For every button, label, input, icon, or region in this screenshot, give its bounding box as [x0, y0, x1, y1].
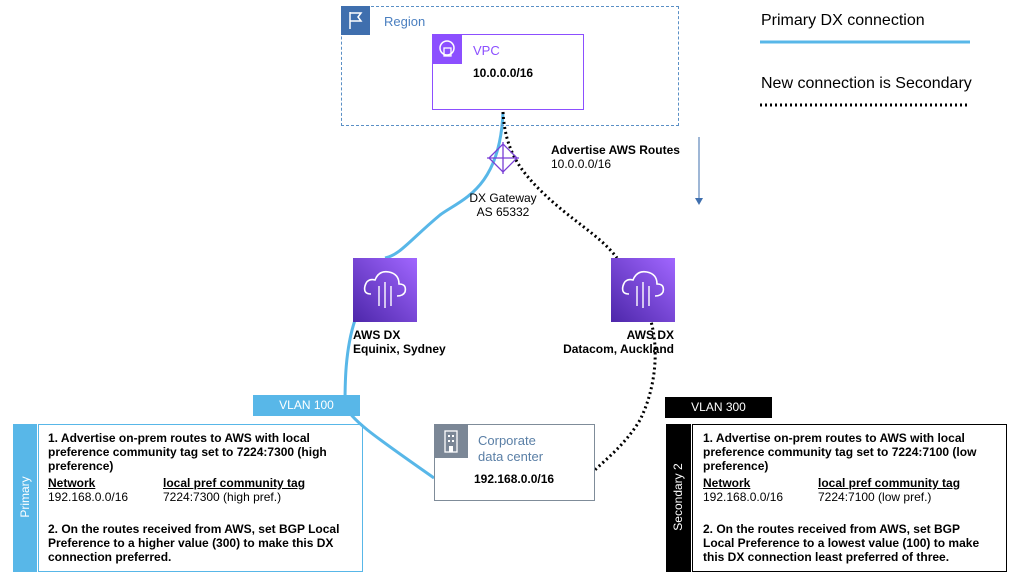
primary-network-value: 192.168.0.0/16	[48, 490, 129, 504]
secondary-side-tab: Secondary 2	[666, 424, 691, 572]
primary-col-tag: local pref community tag	[163, 476, 306, 490]
primary-col-network: Network	[48, 476, 96, 490]
dx-gateway-name: DX Gateway	[469, 191, 537, 205]
advertise-title: Advertise AWS Routes	[551, 143, 680, 157]
vpc-group	[432, 34, 584, 110]
secondary-tab-label: Secondary 2	[671, 463, 685, 531]
legend-secondary-label: New connection is Secondary	[761, 75, 972, 92]
vpc-lock-icon	[432, 34, 462, 64]
building-icon	[434, 424, 468, 458]
region-group	[341, 6, 679, 126]
vpc-label: VPC	[473, 43, 500, 58]
advertise-arrowhead	[695, 198, 703, 205]
secondary-step1-line1: 1. Advertise on-prem routes to AWS with …	[703, 431, 965, 445]
secondary-instructions: 1. Advertise on-prem routes to AWS with …	[692, 424, 1007, 572]
vlan-300-tag: VLAN 300	[665, 397, 772, 418]
secondary-network-value: 192.168.0.0/16	[703, 490, 784, 504]
dx-auckland-title: AWS DX	[626, 328, 674, 342]
vlan-100-tag: VLAN 100	[253, 395, 360, 416]
advertise-cidr: 10.0.0.0/16	[551, 157, 612, 171]
direct-connect-gateway-icon	[485, 140, 521, 181]
primary-tab-label: Primary	[18, 476, 32, 518]
direct-connect-icon	[611, 258, 675, 322]
primary-instructions: 1. Advertise on-prem routes to AWS with …	[38, 424, 363, 572]
primary-step1-line1: 1. Advertise on-prem routes to AWS with …	[48, 431, 310, 445]
corporate-label-line2: data center	[478, 449, 544, 464]
secondary-step2-line2: Local Preference to a lowest value (100)…	[703, 536, 980, 550]
primary-side-tab: Primary	[13, 424, 37, 572]
secondary-tag-value: 7224:7100 (low pref.)	[818, 490, 932, 504]
flag-icon	[341, 6, 370, 35]
region-label: Region	[384, 14, 426, 29]
legend-primary-label: Primary DX connection	[761, 12, 925, 29]
vpc-cidr: 10.0.0.0/16	[473, 66, 534, 80]
primary-step1-line2: preference community tag set to 7224:730…	[48, 445, 327, 459]
primary-step2-line2: Preference to a higher value (300) to ma…	[48, 536, 334, 550]
dx-sydney-location: Equinix, Sydney	[353, 342, 446, 356]
dx-sydney-title: AWS DX	[353, 328, 401, 342]
corporate-label-line1: Corporate	[478, 433, 536, 448]
corporate-cidr: 192.168.0.0/16	[474, 472, 555, 486]
secondary-col-network: Network	[703, 476, 751, 490]
primary-step1-line3: preference)	[48, 459, 114, 473]
secondary-step2-line3: this DX connection least preferred of th…	[703, 550, 950, 564]
dx-gateway-asn: AS 65332	[476, 205, 530, 219]
primary-step2-line1: 2. On the routes received from AWS, set …	[48, 522, 340, 536]
secondary-col-tag: local pref community tag	[818, 476, 961, 490]
direct-connect-icon	[353, 258, 417, 322]
primary-step2-line3: connection preferred.	[48, 550, 172, 564]
secondary-step1-line2: preference community tag set to 7224:710…	[703, 445, 977, 459]
secondary-connection-line	[501, 111, 657, 472]
secondary-step1-line3: preference)	[703, 459, 769, 473]
dx-auckland-location: Datacom, Auckland	[563, 342, 674, 356]
secondary-step2-line1: 2. On the routes received from AWS, set …	[703, 522, 960, 536]
primary-tag-value: 7224:7300 (high pref.)	[163, 490, 282, 504]
